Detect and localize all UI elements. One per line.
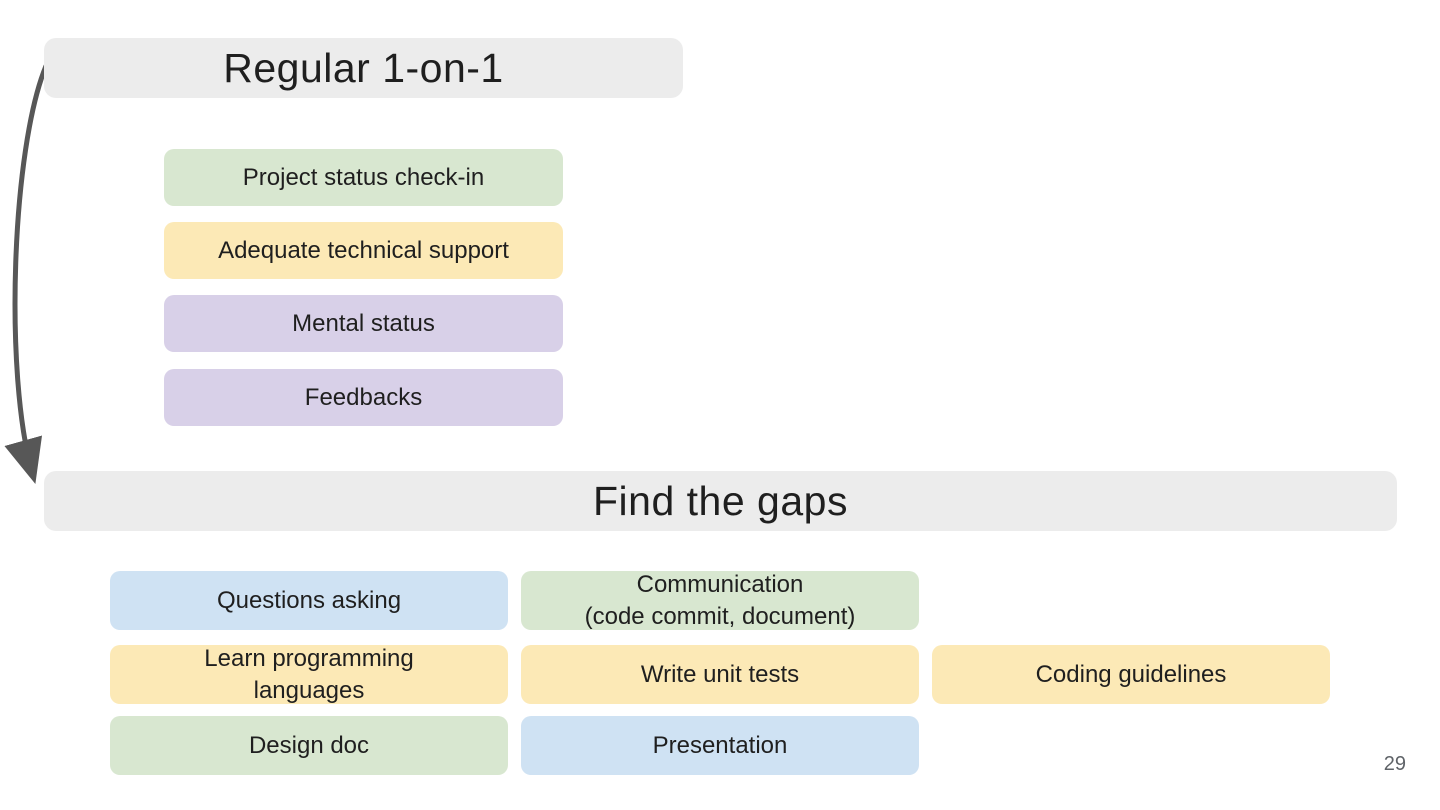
box-coding-guidelines: Coding guidelines xyxy=(932,645,1330,704)
section-header-find-the-gaps: Find the gaps xyxy=(44,471,1397,531)
box-design-doc: Design doc xyxy=(110,716,508,775)
section-header-regular-1-on-1: Regular 1-on-1 xyxy=(44,38,683,98)
box-feedbacks: Feedbacks xyxy=(164,369,563,426)
box-communication-code-commit-document: Communication (code commit, document) xyxy=(521,571,919,630)
page-number: 29 xyxy=(1383,753,1406,775)
box-presentation: Presentation xyxy=(521,716,919,775)
box-adequate-technical-support: Adequate technical support xyxy=(164,222,563,279)
box-questions-asking: Questions asking xyxy=(110,571,508,630)
box-project-status-check-in: Project status check-in xyxy=(164,149,563,206)
box-mental-status: Mental status xyxy=(164,295,563,352)
arrow-curve-path xyxy=(4,63,49,485)
box-learn-programming-languages: Learn programming languages xyxy=(110,645,508,704)
box-write-unit-tests: Write unit tests xyxy=(521,645,919,704)
